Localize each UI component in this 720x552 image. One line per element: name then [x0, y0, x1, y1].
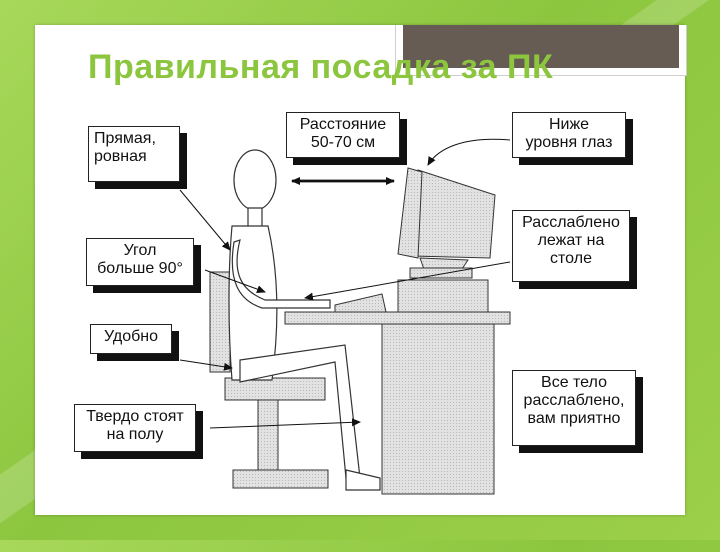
label-comfortable: Удобно	[90, 324, 172, 354]
label-comfortable-line1: Удобно	[103, 328, 159, 345]
label-feet-line2: на полу	[106, 426, 164, 443]
label-whole-body-line1: Все тело	[541, 374, 607, 391]
header-tab	[395, 25, 687, 76]
leader-comfortable	[179, 359, 233, 371]
label-distance-line2: 50-70 см	[310, 134, 376, 151]
label-whole-body-line3: вам приятно	[527, 410, 621, 427]
label-angle-line2: больше 90°	[97, 260, 183, 277]
label-feet: Твердо стоят на полу	[74, 404, 196, 452]
label-straight-line1: Прямая,	[94, 130, 156, 147]
label-straight: Прямая, ровная	[88, 126, 180, 182]
header-tab-fill	[403, 25, 679, 68]
person-arm	[231, 239, 331, 309]
chair-stem	[257, 399, 279, 473]
monitor-body	[411, 169, 496, 259]
desk	[284, 279, 511, 495]
slide-title: Правильная посадка за ПК	[88, 48, 554, 86]
leader-below-eyes	[427, 138, 511, 166]
person	[228, 149, 381, 491]
monitor-screen	[397, 167, 423, 259]
keyboard	[334, 293, 387, 313]
label-angle: Угол больше 90°	[86, 238, 194, 286]
label-below-eyes: Ниже уровня глаз	[512, 112, 626, 158]
label-distance: Расстояние 50-70 см	[286, 112, 400, 158]
chair	[209, 271, 329, 489]
leader-relaxed	[304, 261, 511, 301]
computer-tower	[397, 279, 489, 313]
leader-straight	[179, 189, 231, 251]
label-straight-line2: ровная	[94, 148, 147, 165]
label-relaxed-line1: Расслаблено	[522, 214, 620, 231]
posture-diagram	[179, 138, 511, 495]
label-relaxed-line3: столе	[550, 250, 592, 267]
chair-back	[209, 271, 231, 373]
leader-feet	[209, 418, 361, 429]
label-relaxed: Расслаблено лежат на столе	[512, 210, 630, 282]
label-below-eyes-line2: уровня глаз	[525, 134, 613, 151]
person-neck	[247, 207, 263, 229]
label-relaxed-line2: лежат на	[537, 232, 605, 249]
desk-top	[284, 311, 511, 325]
monitor	[397, 167, 496, 279]
chair-base	[232, 469, 329, 489]
monitor-foot	[409, 267, 473, 279]
label-distance-line1: Расстояние	[299, 116, 387, 133]
label-feet-line1: Твердо стоят	[86, 408, 184, 425]
label-angle-line1: Угол	[123, 242, 157, 259]
label-below-eyes-line1: Ниже	[548, 116, 590, 133]
leader-lines	[179, 138, 511, 429]
label-whole-body: Все тело расслаблено, вам приятно	[512, 370, 636, 446]
person-foot	[345, 469, 381, 491]
desk-drawer	[381, 323, 495, 495]
person-head	[233, 149, 277, 211]
leader-angle	[204, 269, 266, 294]
label-whole-body-line2: расслаблено,	[523, 392, 625, 409]
